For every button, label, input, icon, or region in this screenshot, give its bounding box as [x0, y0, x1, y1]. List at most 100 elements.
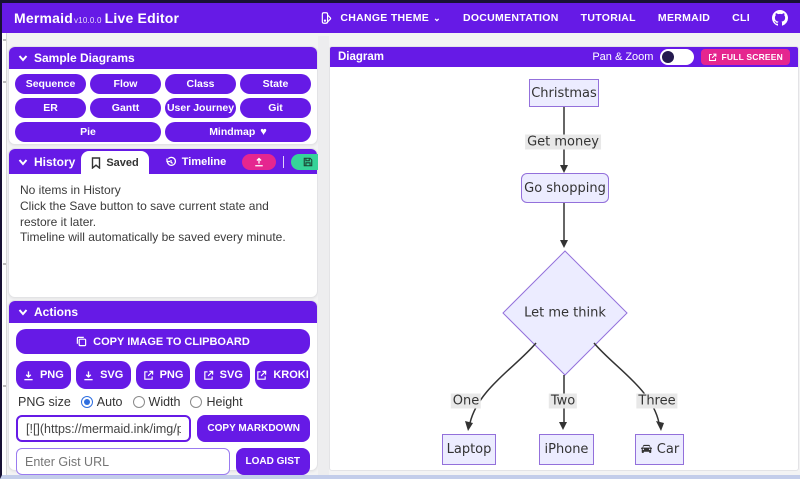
nav-tutorial[interactable]: TUTORIAL — [581, 12, 636, 24]
heart-icon: ♥ — [260, 125, 267, 138]
fullscreen-label: FULL SCREEN — [721, 52, 783, 62]
diagram-title: Diagram — [338, 51, 385, 63]
node-iphone: iPhone — [539, 434, 594, 465]
radio-width-label: Width — [148, 395, 181, 409]
history-icon — [166, 156, 176, 166]
actions-title: Actions — [34, 305, 79, 319]
fullscreen-button[interactable]: FULL SCREEN — [701, 49, 790, 65]
radio-button-icon[interactable] — [132, 396, 145, 408]
radio-button-icon[interactable] — [80, 396, 93, 408]
save-history-button[interactable] — [291, 153, 326, 170]
nav-documentation[interactable]: DOCUMENTATION — [463, 12, 559, 24]
sample-git-button[interactable]: Git — [240, 98, 311, 118]
documentation-label: DOCUMENTATION — [462, 12, 559, 24]
actions-header[interactable]: Actions — [9, 301, 317, 323]
load-gist-button[interactable]: LOAD GIST — [235, 448, 310, 475]
sample-class-button[interactable]: Class — [165, 74, 236, 94]
github-link[interactable] — [772, 10, 788, 26]
radio-width[interactable]: Width — [132, 395, 181, 409]
download-svg-button[interactable]: SVG — [75, 361, 131, 389]
svg-label: SVG — [100, 369, 124, 381]
nav-mermaid[interactable]: MERMAID — [658, 12, 710, 24]
change-theme-menu[interactable]: CHANGE THEME ⌄ — [320, 11, 441, 25]
node-decision-label: Let me think — [524, 305, 606, 321]
editor-collapsed-strip[interactable] — [2, 33, 7, 475]
radio-button-icon[interactable] — [190, 396, 203, 408]
decision-diamond — [502, 250, 628, 376]
external-link-icon — [709, 53, 717, 61]
external-link-icon — [203, 370, 213, 380]
sample-diagrams-panel: Sample Diagrams Sequence Flow Class Stat… — [8, 46, 318, 145]
sample-state-button[interactable]: State — [240, 74, 311, 94]
bookmark-icon — [92, 156, 101, 169]
pan-zoom-label: Pan & Zoom — [592, 51, 654, 63]
history-empty-line: Click the Save button to save current st… — [20, 198, 269, 229]
diagram-tools: Pan & Zoom FULL SCREEN — [592, 49, 790, 65]
sample-user-journey-button[interactable]: User Journey — [165, 98, 236, 118]
panel-resizer[interactable] — [318, 36, 329, 475]
radio-auto[interactable]: Auto — [80, 395, 123, 409]
markdown-url-input[interactable] — [16, 415, 192, 442]
mindmap-label: Mindmap — [209, 126, 256, 138]
node-laptop: Laptop — [442, 434, 496, 465]
open-png-button[interactable]: PNG — [135, 361, 191, 389]
history-empty-state: No items in History Click the Save butto… — [9, 174, 317, 255]
sample-er-button[interactable]: ER — [15, 98, 86, 118]
download-icon — [84, 370, 93, 380]
flowchart-edges — [465, 107, 664, 431]
pan-zoom-toggle[interactable] — [660, 49, 695, 65]
history-header[interactable]: History Saved Timeline — [9, 149, 365, 174]
svg-label: SVG — [219, 369, 243, 381]
actions-body: COPY IMAGE TO CLIPBOARD PNG SVG PNG SVG — [9, 323, 317, 475]
diagram-header: Diagram Pan & Zoom FULL SCREEN — [330, 47, 798, 67]
radio-height-label: Height — [206, 395, 243, 409]
png-label: PNG — [39, 369, 64, 381]
history-empty-line: Timeline will automatically be saved eve… — [20, 230, 286, 245]
nav-cli[interactable]: CLI — [732, 12, 750, 24]
copy-image-button[interactable]: COPY IMAGE TO CLIPBOARD — [16, 329, 310, 354]
edge-label-one: One — [450, 393, 482, 409]
sample-flow-button[interactable]: Flow — [90, 74, 161, 94]
png-size-row: PNG size Auto Width Height — [18, 395, 310, 409]
history-panel: History Saved Timeline — [8, 148, 365, 298]
sample-gantt-button[interactable]: Gantt — [90, 98, 161, 118]
flowchart-canvas: Christmas Go shopping Let me think Lapto… — [330, 67, 798, 470]
sample-sequence-button[interactable]: Sequence — [15, 74, 86, 94]
radio-height[interactable]: Height — [190, 395, 243, 409]
sample-mindmap-button[interactable]: Mindmap ♥ — [165, 122, 311, 142]
tab-saved[interactable]: Saved — [81, 151, 149, 174]
history-empty-line: No items in History — [20, 183, 121, 197]
chevron-down-icon — [18, 309, 28, 316]
cli-label: CLI — [732, 12, 750, 24]
png-label: PNG — [159, 369, 184, 381]
toggle-knob — [662, 51, 675, 63]
brand-version: v10.0.0 — [73, 16, 102, 25]
node-christmas: Christmas — [529, 79, 599, 107]
download-icon — [24, 370, 33, 380]
open-svg-button[interactable]: SVG — [195, 361, 251, 389]
node-go-shopping: Go shopping — [521, 173, 609, 203]
brand-name: Mermaid — [14, 10, 73, 26]
download-png-button[interactable]: PNG — [16, 361, 71, 389]
open-kroki-button[interactable]: KROKI — [255, 361, 310, 389]
sample-diagrams-header[interactable]: Sample Diagrams — [9, 47, 317, 69]
gist-url-input[interactable] — [16, 448, 230, 475]
markdown-row: COPY MARKDOWN — [16, 415, 310, 442]
copy-markdown-button[interactable]: COPY MARKDOWN — [197, 415, 310, 442]
change-theme-label: CHANGE THEME — [340, 12, 430, 24]
sample-pie-button[interactable]: Pie — [15, 122, 161, 142]
chevron-down-icon: ⌄ — [433, 12, 441, 23]
upload-history-button[interactable] — [242, 153, 277, 170]
radio-auto-label: Auto — [96, 395, 123, 409]
sample-diagrams-title: Sample Diagrams — [34, 51, 135, 65]
copy-image-label: COPY IMAGE TO CLIPBOARD — [93, 335, 250, 348]
actions-panel: Actions COPY IMAGE TO CLIPBOARD PNG SVG … — [8, 300, 318, 475]
external-link-icon — [143, 370, 153, 380]
car-label: Car — [656, 442, 680, 457]
tab-timeline[interactable]: Timeline — [155, 149, 236, 174]
edge-label-three: Three — [636, 393, 678, 409]
png-size-label: PNG size — [18, 395, 71, 409]
chevron-down-icon — [18, 158, 28, 166]
